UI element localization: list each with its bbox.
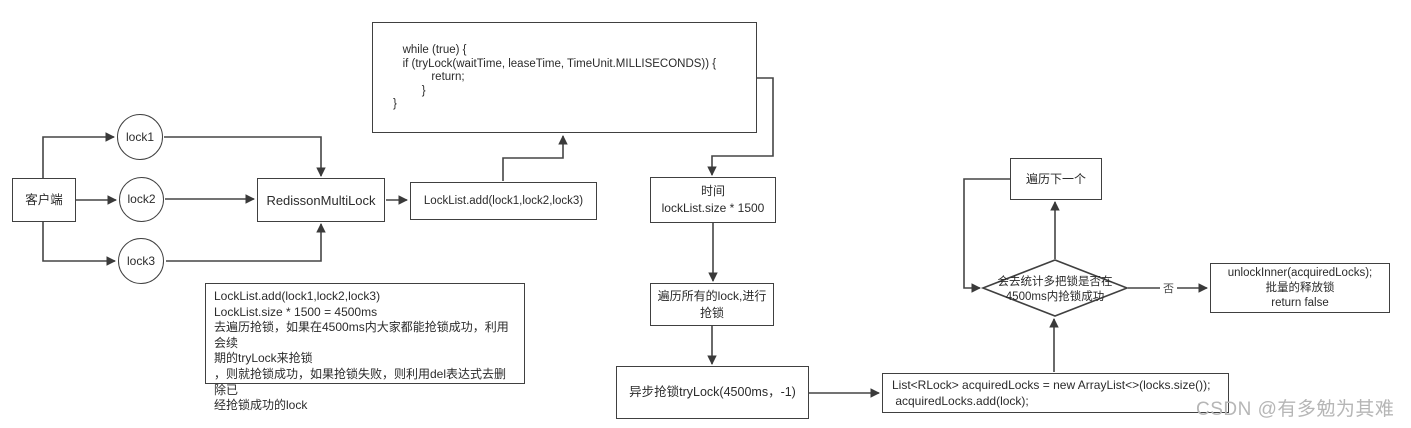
code-line: } [393,98,397,111]
note-line: ，则就抢锁成功，如果抢锁失败，则利用del表达式去删除已 [214,366,507,397]
node-lock1: lock1 [117,114,163,160]
node-lock3-label: lock3 [126,253,155,268]
node-traverse-locks-line1: 遍历所有的lock,进行 [657,288,767,303]
connector-client-lock3 [42,222,116,266]
node-async-trylock: 异步抢锁tryLock(4500ms，-1) [616,366,809,419]
watermark: CSDN @有多勉为其难 [1196,399,1395,420]
decision-line1: 会去统计多把锁是否在 [997,276,1113,288]
note-box: LockList.add(lock1,lock2,lock3) LockList… [205,283,525,412]
note-line: 期的tryLock来抢锁 [214,351,313,366]
node-async-trylock-label: 异步抢锁tryLock(4500ms，-1) [629,385,796,399]
note-line: 去遍历抢锁，如果在4500ms内大家都能抢锁成功，利用会续 [214,320,509,350]
node-lock3: lock3 [118,238,164,284]
connector-next-decision-loop [963,178,1010,293]
note-line: 经抢锁成功的lock [214,398,308,413]
connector-lock3-redisson [166,223,326,262]
connector-lock1-redisson [164,136,326,177]
code-line: while (true) { [393,44,467,56]
node-redisson-multilock-label: RedissonMultiLock [266,192,376,208]
node-time-line1: 时间 [700,184,725,198]
connector-locklistadd-code [502,135,568,181]
connector-code-time [707,77,774,176]
node-traverse-locks-line2: 抢锁 [699,305,724,320]
node-time-line2: lockList.size * 1500 [661,201,765,215]
node-redisson-multilock: RedissonMultiLock [257,178,385,222]
decision-line2: 4500ms内抢锁成功 [1005,291,1105,303]
acquired-locks-line2: acquiredLocks.add(lock); [892,394,1029,408]
node-lock2: lock2 [119,177,164,222]
decision-diamond [980,259,1130,317]
node-next-lock: 遍历下一个 [1010,158,1102,200]
node-client-label: 客户端 [25,192,63,207]
decision-label: 会去统计多把锁是否在 4500ms内抢锁成功 [983,274,1127,306]
code-line: } [393,84,426,97]
unlock-inner-line1: unlockInner(acquiredLocks); [1227,266,1373,279]
note-line: LockList.add(lock1,lock2,lock3) [214,289,381,303]
node-trylock-code: while (true) { if (tryLock(waitTime, lea… [372,22,757,133]
connector-client-lock1 [42,132,115,178]
node-traverse-locks: 遍历所有的lock,进行 抢锁 [650,283,774,326]
node-acquired-locks: List<RLock> acquiredLocks = new ArrayLis… [882,373,1229,413]
node-unlock-inner: unlockInner(acquiredLocks); 批量的释放锁 retur… [1210,263,1390,313]
code-line: return; [393,71,465,84]
note-line: LockList.size * 1500 = 4500ms [214,304,378,319]
node-lock2-label: lock2 [127,192,156,206]
unlock-inner-line3: return false [1271,296,1329,309]
node-locklist-add-label: LockList.add(lock1,lock2,lock3) [423,194,584,207]
node-next-lock-label: 遍历下一个 [1025,171,1086,186]
code-line: if (tryLock(waitTime, leaseTime, TimeUni… [393,57,717,70]
node-time: 时间 lockList.size * 1500 [650,177,776,223]
acquired-locks-line1: List<RLock> acquiredLocks = new ArrayLis… [892,378,1211,392]
unlock-inner-line2: 批量的释放锁 [1265,281,1335,294]
node-locklist-add: LockList.add(lock1,lock2,lock3) [410,182,597,220]
node-client: 客户端 [12,178,76,222]
edge-label-no: 否 [1160,280,1177,296]
node-lock1-label: lock1 [125,129,154,144]
